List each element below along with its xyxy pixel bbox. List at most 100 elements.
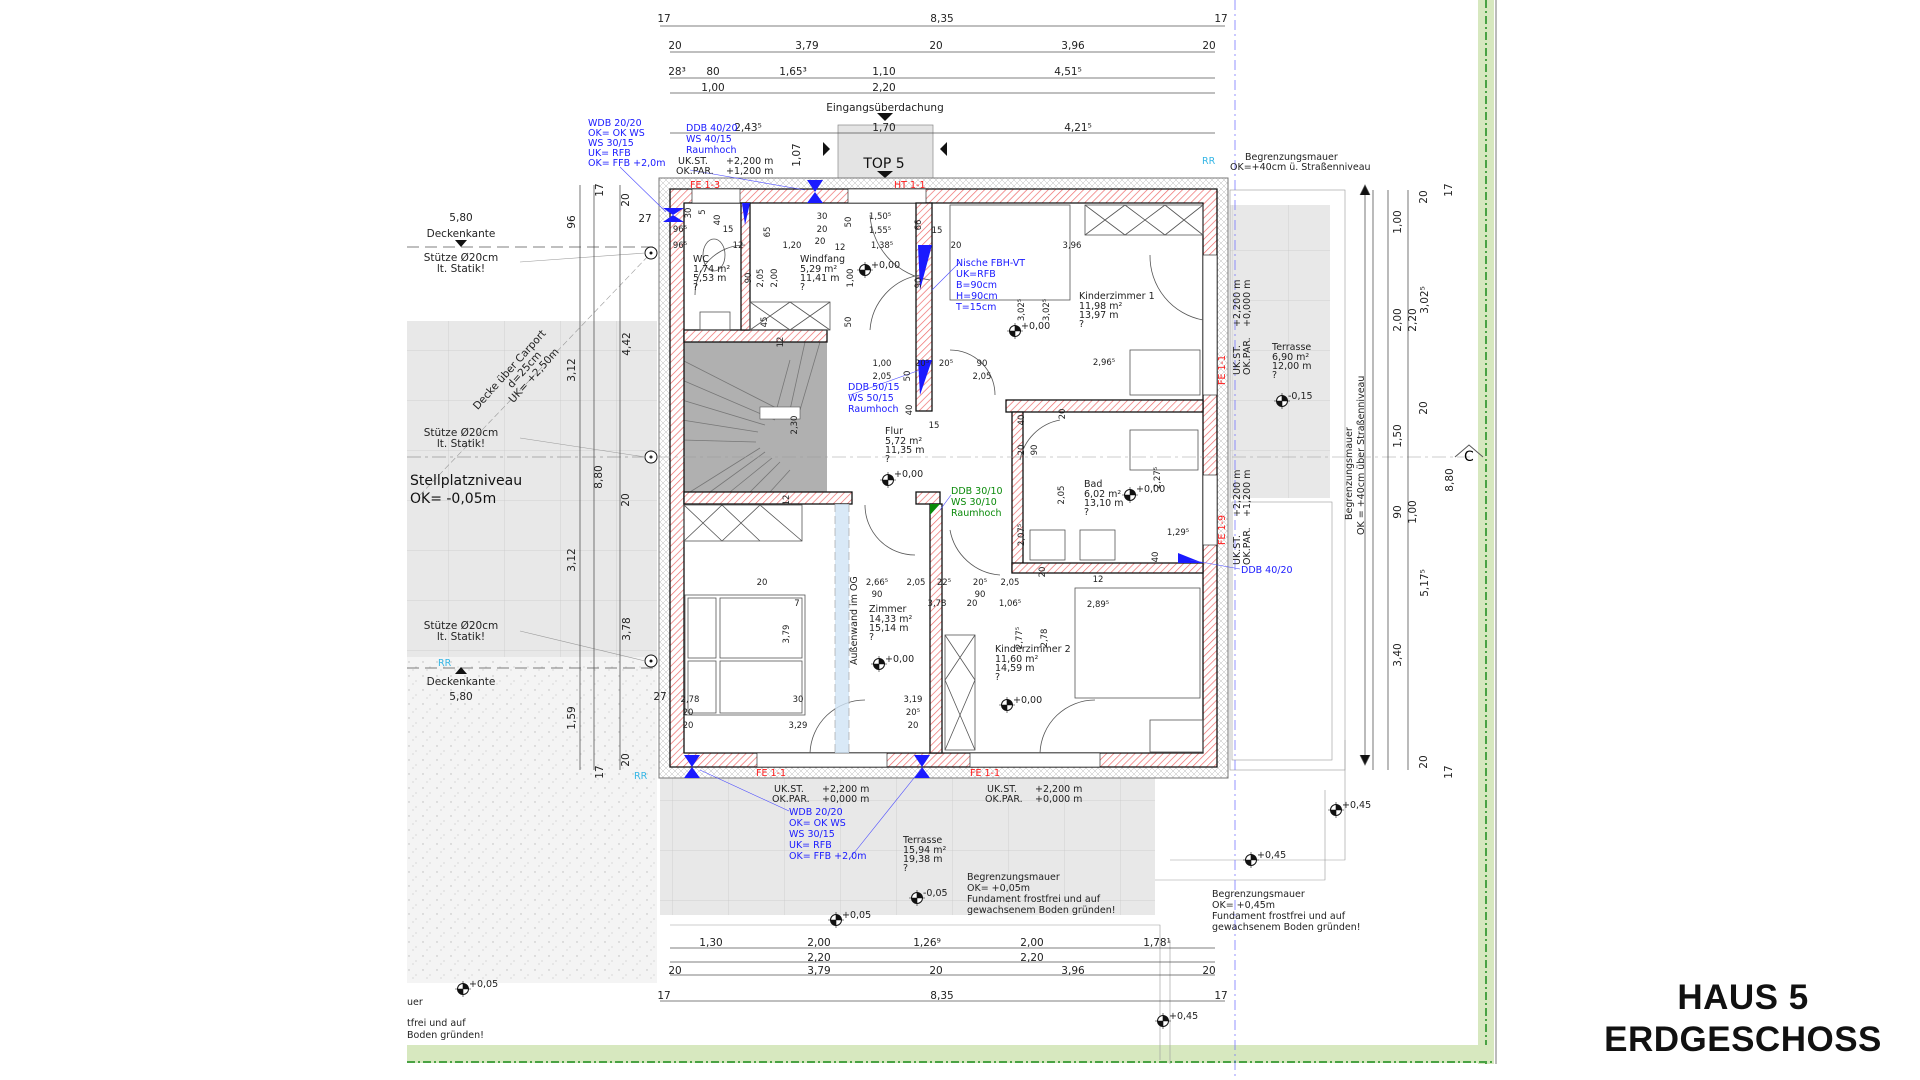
- terrace-south: [660, 778, 1155, 915]
- svg-text:40: 40: [1151, 552, 1161, 563]
- svg-text:14,33 m²: 14,33 m²: [869, 614, 912, 625]
- svg-text:1,00: 1,00: [873, 359, 892, 369]
- svg-text:20: 20: [817, 225, 828, 235]
- svg-text:WDB 20/20: WDB 20/20: [588, 118, 642, 129]
- terrace-east: [1230, 205, 1330, 498]
- dim-text: 1,00: [701, 82, 724, 94]
- svg-text:20: 20: [908, 721, 919, 731]
- svg-text:2,20: 2,20: [1407, 308, 1419, 331]
- dim-text: 2,43⁵: [734, 122, 762, 134]
- right-dimensions: 17 8,80 17 20 3,02⁵ 20 5,17⁵ 20 1,00 2,0…: [1392, 183, 1456, 778]
- interior-wall: [1011, 562, 1204, 574]
- unit-label: TOP 5: [862, 156, 904, 172]
- svg-text:1,55⁵: 1,55⁵: [869, 226, 891, 236]
- svg-text:17: 17: [594, 765, 606, 778]
- svg-text:13,10 m: 13,10 m: [1084, 498, 1123, 509]
- svg-text:H=90cm: H=90cm: [956, 291, 998, 302]
- svg-text:2,78: 2,78: [681, 695, 700, 705]
- svg-text:3,02⁵: 3,02⁵: [1042, 299, 1052, 321]
- dim-text: 1,65³: [779, 66, 807, 78]
- canopy-label: Eingangsüberdachung: [826, 102, 944, 114]
- svg-text:+2,200 m: +2,200 m: [822, 784, 869, 795]
- window-height-note-top: UK.ST.+2,200 m OK.PAR.+1,200 m: [676, 156, 773, 177]
- svg-text:DDB 40/20: DDB 40/20: [686, 123, 738, 134]
- svg-text:90: 90: [977, 359, 988, 369]
- svg-text:2,78: 2,78: [1040, 629, 1050, 648]
- svg-text:uer: uer: [407, 997, 423, 1008]
- window-height-note-east-1: UK.ST.+2,200 m OK.PAR.+0,000 m: [1232, 280, 1253, 375]
- svg-text:20: 20: [683, 708, 694, 718]
- section-marker: C: [1464, 449, 1474, 465]
- dim-text: 3,79: [795, 40, 818, 52]
- svg-text:1,74 m²: 1,74 m²: [693, 264, 730, 275]
- svg-text:17: 17: [657, 990, 670, 1002]
- staircase: [682, 342, 827, 492]
- svg-text:17: 17: [594, 183, 606, 196]
- level-marker-icon: +0,45: [1154, 1011, 1198, 1030]
- svg-text:20: 20: [1418, 401, 1430, 414]
- svg-text:Begrenzungsmauer: Begrenzungsmauer: [1344, 427, 1355, 520]
- svg-text:96⁵: 96⁵: [673, 225, 687, 235]
- window-label: FE 1-9: [1217, 515, 1228, 545]
- svg-text:12: 12: [1093, 575, 1104, 585]
- svg-text:+0,000 m: +0,000 m: [1242, 280, 1253, 327]
- svg-text:1,26⁹: 1,26⁹: [913, 937, 941, 949]
- svg-text:Boden gründen!: Boden gründen!: [407, 1030, 484, 1041]
- svg-text:7: 7: [794, 599, 799, 609]
- dim-text: 4,21⁵: [1064, 122, 1092, 134]
- svg-text:15,94 m²: 15,94 m²: [903, 845, 946, 856]
- furniture: [683, 204, 1204, 753]
- svg-text:WS 40/15: WS 40/15: [686, 134, 732, 145]
- svg-text:Begrenzungsmauer: Begrenzungsmauer: [1245, 152, 1338, 163]
- svg-text:17: 17: [1443, 765, 1455, 778]
- svg-text:30: 30: [817, 212, 828, 222]
- svg-text:30: 30: [793, 695, 804, 705]
- svg-text:Fundament frostfrei und auf: Fundament frostfrei und auf: [1212, 911, 1346, 922]
- svg-text:+0,45: +0,45: [1169, 1011, 1198, 1022]
- level-marker-icon: +0,00: [879, 469, 923, 489]
- svg-text:40: 40: [713, 215, 723, 226]
- svg-text:2,20: 2,20: [807, 952, 830, 964]
- column-note: Stütze Ø20cm: [424, 252, 499, 264]
- svg-text:1,30: 1,30: [699, 937, 722, 949]
- svg-text:B=90cm: B=90cm: [956, 280, 997, 291]
- svg-text:2,30: 2,30: [790, 416, 800, 435]
- svg-text:2,00: 2,00: [770, 269, 780, 288]
- svg-text:UK= RFB: UK= RFB: [588, 148, 631, 159]
- svg-text:WC: WC: [693, 254, 709, 265]
- svg-text:Windfang: Windfang: [800, 254, 845, 265]
- svg-text:+2,200 m: +2,200 m: [726, 156, 773, 167]
- svg-text:19,38 m: 19,38 m: [903, 854, 942, 865]
- svg-text:20⁵: 20⁵: [906, 708, 920, 718]
- level-marker-icon: +0,05: [827, 910, 871, 929]
- svg-text:OK= OK WS: OK= OK WS: [588, 128, 645, 139]
- dim-text: 20: [1202, 40, 1215, 52]
- svg-text:6,02 m²: 6,02 m²: [1084, 489, 1121, 500]
- svg-text:14,59 m: 14,59 m: [995, 663, 1034, 674]
- svg-text:2,05: 2,05: [1057, 486, 1067, 505]
- dim-text: 1,70: [872, 122, 895, 134]
- interior-wall: [1005, 399, 1204, 413]
- svg-text:2,05: 2,05: [1001, 578, 1020, 588]
- svg-text:Terrasse: Terrasse: [1271, 342, 1311, 353]
- svg-text:Raumhoch: Raumhoch: [686, 145, 737, 156]
- svg-text:1,59: 1,59: [566, 706, 578, 729]
- svg-text:UK.ST.: UK.ST.: [1232, 535, 1243, 565]
- rr-marker: RR: [1202, 156, 1216, 167]
- svg-text:2,00: 2,00: [1392, 308, 1404, 331]
- parking-level-value: OK= -0,05m: [410, 491, 496, 507]
- dim-text: 1,07: [791, 143, 803, 166]
- svg-text:6,90 m²: 6,90 m²: [1272, 352, 1309, 363]
- svg-text:?: ?: [903, 863, 908, 874]
- carport-width: 5,80: [449, 691, 472, 703]
- svg-text:+0,00: +0,00: [885, 654, 914, 665]
- svg-text:20⁵: 20⁵: [915, 359, 929, 369]
- svg-text:12: 12: [835, 243, 846, 253]
- svg-text:3,79: 3,79: [807, 965, 830, 977]
- svg-text:20: 20: [683, 721, 694, 731]
- carport-width: 5,80: [449, 212, 472, 224]
